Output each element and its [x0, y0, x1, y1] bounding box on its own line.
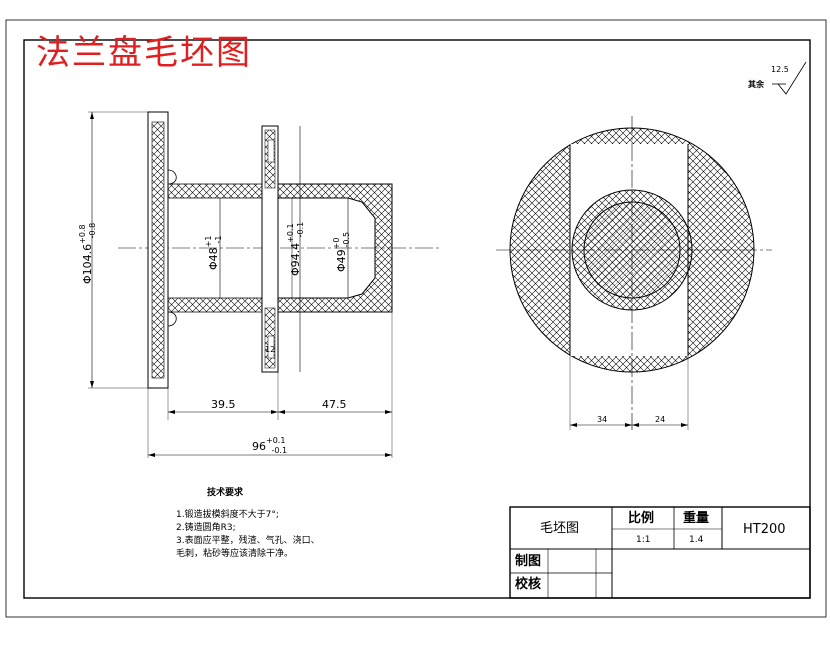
part-name: 毛坯图: [540, 521, 580, 536]
checked-label: 校核: [515, 577, 542, 592]
roughness-label: 其余: [748, 80, 764, 89]
inner-frame: [23, 39, 811, 599]
dim-47-5: 47.5: [322, 398, 347, 411]
note-item-1: 1.锻造拔模斜度不大于7°;: [176, 510, 279, 520]
drawn-label: 制图: [515, 554, 542, 569]
note-item-2: 2.铸造圆角R3;: [176, 523, 236, 533]
weight-label: 重量: [683, 511, 710, 526]
dim-d94: Φ94.4+0.1-0.1: [286, 221, 305, 276]
section-view: [88, 111, 440, 458]
scale-value: 1:1: [636, 535, 651, 545]
dim-34: 34: [597, 415, 608, 424]
outer-frame: [5, 19, 827, 618]
dim-d104: Φ104.6+0.8-0.8: [78, 222, 97, 284]
side-view: [496, 116, 772, 430]
dim-39-5: 39.5: [211, 398, 236, 411]
material: HT200: [743, 522, 786, 537]
roughness-symbol: [772, 61, 807, 95]
dim-r12: 12: [265, 345, 276, 354]
note-item-3: 3.表面应平整，残渣、气孔、浇口、: [176, 536, 320, 546]
dim-d49: Φ49+0-0.5: [332, 231, 351, 272]
roughness-value: 12.5: [771, 65, 789, 74]
dim-24: 24: [655, 415, 666, 424]
scale-label: 比例: [628, 511, 655, 526]
weight-value: 1.4: [689, 535, 704, 545]
drawing-title: 法兰盘毛坯图: [36, 33, 252, 73]
note-item-4: 毛刺，粘砂等应该清除干净。: [176, 549, 294, 559]
dim-96: 96+0.1-0.1: [252, 436, 288, 455]
dim-d48: Φ48+1-1: [204, 235, 223, 270]
title-block: [509, 506, 811, 599]
notes-heading: 技术要求: [207, 488, 244, 498]
